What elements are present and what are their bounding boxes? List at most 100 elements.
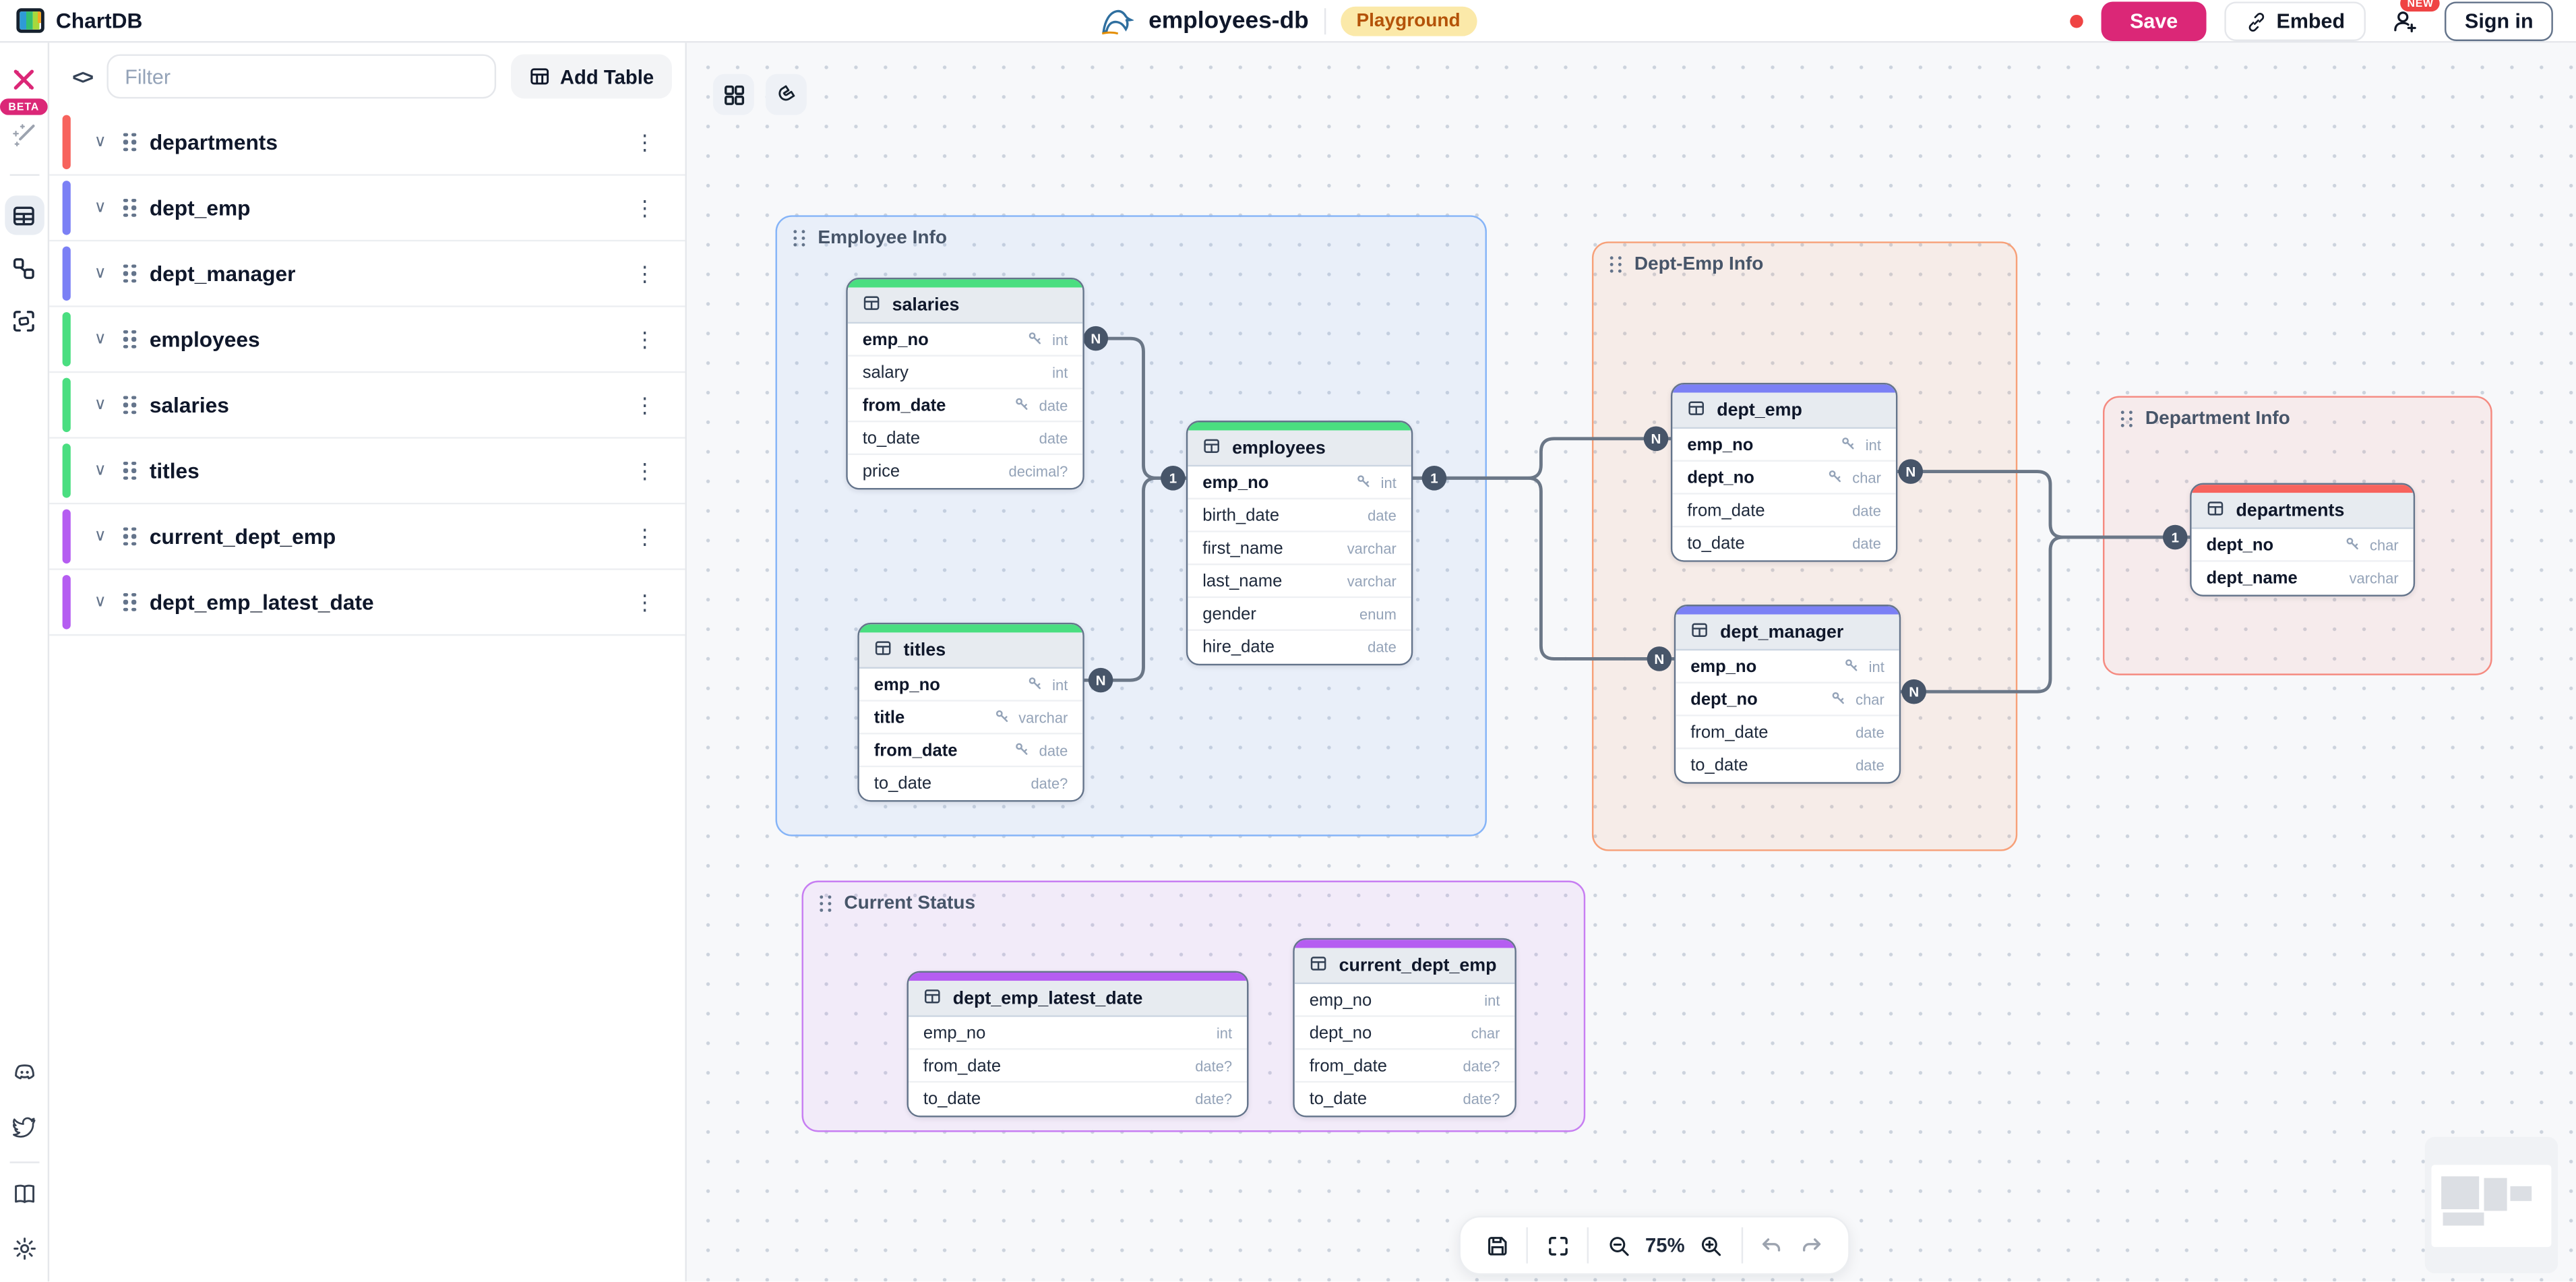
chevron-down-icon[interactable]: ∨ [94,461,106,480]
relationship-edge[interactable] [1411,476,1676,661]
relationship-edge[interactable] [1899,535,2192,694]
drag-handle-icon[interactable] [123,330,137,349]
save-diagram-button[interactable] [1477,1224,1516,1266]
relationship-edge[interactable] [1082,476,1188,682]
drag-handle-icon[interactable] [123,395,137,415]
field-type: int [1865,436,1881,453]
key-icon [1029,331,1042,344]
twitter-button[interactable] [4,1107,44,1147]
tables-panel-button[interactable] [4,195,44,235]
kebab-menu-icon[interactable]: ⋮ [634,392,656,417]
divider [1740,1227,1743,1264]
sidebar-table-row[interactable]: ∨dept_emp_latest_date⋮ [49,570,685,636]
drag-handle-icon[interactable] [123,461,137,481]
chevron-down-icon[interactable]: ∨ [94,330,106,348]
add-table-button[interactable]: Add Table [510,54,672,99]
table-node-header[interactable]: current_dept_emp [1294,948,1515,985]
relationship-edge[interactable] [1411,437,1673,480]
field-name: first_name [1202,538,1283,558]
kebab-menu-icon[interactable]: ⋮ [634,588,656,614]
embed-button[interactable]: Embed [2224,1,2366,41]
layout-grid-button[interactable] [712,73,754,115]
zoom-out-button[interactable] [1599,1224,1639,1266]
settings-button[interactable] [4,1229,44,1269]
relationship-edge[interactable] [1082,336,1188,480]
undo-button[interactable] [1752,1224,1792,1266]
minimap[interactable] [2424,1136,2558,1274]
sidebar-table-row[interactable]: ∨salaries⋮ [49,373,685,439]
table-node-header[interactable]: dept_emp_latest_date [908,981,1248,1017]
drag-handle-icon[interactable] [793,229,806,247]
docs-button[interactable] [4,1175,44,1215]
drag-handle-icon[interactable] [1609,255,1623,274]
kebab-menu-icon[interactable]: ⋮ [634,194,656,220]
sidebar-table-row[interactable]: ∨departments⋮ [49,110,685,176]
relationship-edge[interactable] [1895,470,2192,539]
chevron-down-icon[interactable]: ∨ [94,264,106,283]
kebab-menu-icon[interactable]: ⋮ [634,457,656,483]
table-node-header[interactable]: salaries [847,287,1083,324]
field-meta: varchar [2350,570,2399,586]
table-node-name: current_dept_emp [1339,955,1497,975]
table-node-header[interactable]: departments [2191,493,2414,529]
signin-button[interactable]: Sign in [2445,1,2553,41]
table-node-header[interactable]: dept_emp [1672,392,1896,429]
field-name: to_date [923,1089,981,1109]
zoom-level[interactable]: 75% [1645,1233,1685,1257]
invite-button[interactable]: NEW [2385,0,2441,42]
cardinality-marker: N [1647,646,1672,671]
kebab-menu-icon[interactable]: ⋮ [634,129,656,154]
editor-pencils-button[interactable] [4,59,44,99]
drag-handle-icon[interactable] [123,592,137,612]
sidebar-table-row[interactable]: ∨dept_emp⋮ [49,175,685,242]
drag-handle-icon[interactable] [123,526,137,546]
filter-input[interactable] [106,54,496,99]
sidebar-table-row[interactable]: ∨dept_manager⋮ [49,241,685,307]
relationships-panel-button[interactable] [4,248,44,288]
drag-handle-icon[interactable] [123,132,137,152]
discord-button[interactable] [4,1053,44,1093]
svg-text:N: N [1091,331,1101,346]
drag-handle-icon[interactable] [123,198,137,218]
snap-magnet-button[interactable] [765,73,807,115]
diagram-title[interactable]: employees-db [1148,8,1309,35]
table-node-header[interactable]: titles [859,632,1083,669]
table-color-accent [62,377,71,433]
field-meta: varchar [1347,572,1397,588]
fit-view-button[interactable] [1538,1224,1578,1266]
chevron-down-icon[interactable]: ∨ [94,527,106,546]
chevron-down-icon[interactable]: ∨ [94,133,106,152]
field-meta: decimal? [1009,463,1068,479]
left-icon-rail: BETA [0,42,50,1282]
drag-handle-icon[interactable] [2120,410,2134,428]
kebab-menu-icon[interactable]: ⋮ [634,326,656,351]
zoom-in-button[interactable] [1691,1224,1731,1266]
magic-wand-button[interactable] [4,115,44,155]
areas-panel-button[interactable] [4,301,44,340]
chevron-down-icon[interactable]: ∨ [94,198,106,217]
table-node-header[interactable]: employees [1188,430,1411,467]
drag-handle-icon[interactable] [123,264,137,283]
save-button[interactable]: Save [2102,1,2206,41]
chevron-down-icon[interactable]: ∨ [94,592,106,611]
sidebar-table-row[interactable]: ∨titles⋮ [49,438,685,505]
field-type: date [1856,757,1884,774]
sidebar-table-row[interactable]: ∨employees⋮ [49,307,685,373]
chevron-down-icon[interactable]: ∨ [94,396,106,415]
table-node-header[interactable]: dept_manager [1676,614,1899,651]
kebab-menu-icon[interactable]: ⋮ [634,523,656,548]
view-code-button[interactable]: <> [72,65,94,88]
drag-handle-icon[interactable] [820,894,832,913]
sidebar-table-row[interactable]: ∨current_dept_emp⋮ [49,504,685,570]
kebab-menu-icon[interactable]: ⋮ [634,260,656,285]
redo-button[interactable] [1792,1224,1832,1266]
